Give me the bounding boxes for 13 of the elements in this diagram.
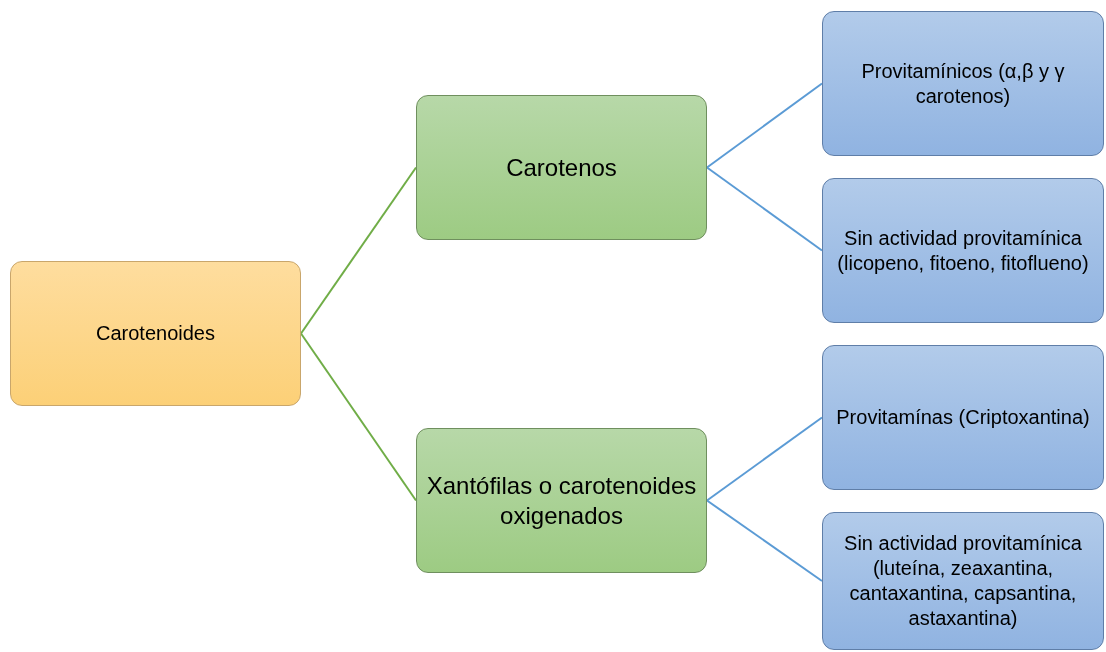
category-box: Carotenoides (10, 261, 301, 406)
connector-line (706, 82, 823, 169)
connector-line (706, 166, 823, 252)
category-box: Provitamínas (Criptoxantina) (822, 345, 1104, 490)
category-box: Carotenos (416, 95, 707, 240)
connector-line (706, 499, 823, 582)
category-box: Xantófilas o carotenoides oxigenados (416, 428, 707, 573)
category-box: Provitamínicos (α,β y γ carotenos) (822, 11, 1104, 156)
connector-line (300, 332, 417, 502)
category-box: Sin actividad provitamínica (licopeno, fitoeno, fitoflueno) (822, 178, 1104, 323)
connector-line (300, 166, 417, 335)
category-box: Sin actividad provitamínica (luteína, zeaxantina, cantaxantina, capsantina, astaxantina) (822, 512, 1104, 650)
connector-line (706, 416, 823, 502)
